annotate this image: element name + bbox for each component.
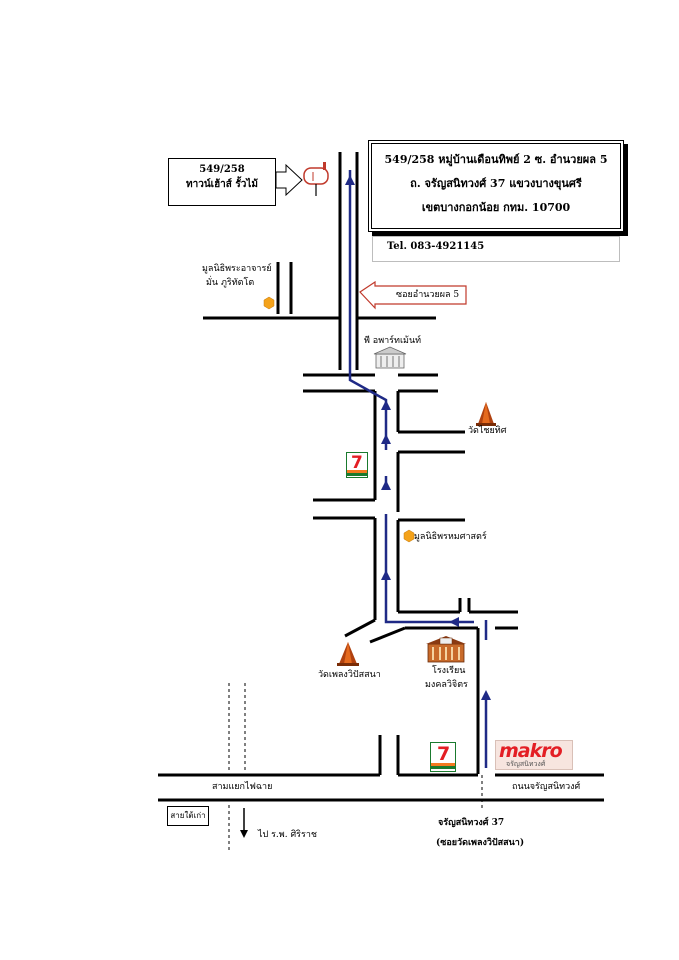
seven-eleven-icon: 7 xyxy=(430,742,456,772)
house-label-box: 549/258 ทาวน์เฮ้าส์ รั้วไม้ xyxy=(168,158,276,206)
dashed-road xyxy=(228,683,483,850)
apartment-icon xyxy=(373,346,407,369)
address-box: 549/258 หมู่บ้านเดือนทิพย์ 2 ซ. อำนวยผล … xyxy=(368,140,624,232)
route-path xyxy=(348,170,488,768)
foundation-icon xyxy=(263,296,275,310)
makro-branch: จรัญสนิทวงศ์ xyxy=(506,760,546,768)
address-line-1: 549/258 หมู่บ้านเดือนทิพย์ 2 ซ. อำนวยผล … xyxy=(384,153,608,166)
seven-eleven-mark: 7 xyxy=(351,453,363,473)
foundation-top-label-2: มั่น ภูริทัตโต xyxy=(206,278,255,288)
foundation-icon xyxy=(403,529,415,543)
route-arrows xyxy=(345,175,491,700)
foundation-top-label-1: มูลนิธิพระอาจารย์ xyxy=(202,264,272,274)
roads xyxy=(158,152,604,802)
school-label-2: มงคลวิจิตร xyxy=(425,680,468,690)
school-label-1: โรงเรียน xyxy=(432,666,466,676)
house-number: 549/258 xyxy=(199,164,245,175)
temple-icon xyxy=(476,402,496,426)
soi-label: ซอยอำนวยผล 5 xyxy=(396,290,460,300)
soi37-label-2: (ซอยวัดเพลงวิปัสสนา) xyxy=(436,838,525,848)
wat-chaiyatit-label: วัดไชยทิศ xyxy=(468,426,507,436)
address-line-3: เขตบางกอกน้อย กทม. 10700 xyxy=(421,201,571,214)
hospital-arrow xyxy=(240,808,248,838)
charan-road-label: ถนนจรัญสนิทวงศ์ xyxy=(512,782,581,792)
apartment-label: พี อพาร์ทเม้นท์ xyxy=(364,336,422,346)
school-icon xyxy=(426,636,466,663)
junction-label: สามแยกไฟฉาย xyxy=(212,782,273,792)
to-hospital-label: ไป ร.พ. ศิริราช xyxy=(258,830,317,840)
mailbox-icon xyxy=(303,162,329,196)
wat-phleng-label: วัดเพลงวิปัสสนา xyxy=(318,670,381,680)
telephone: Tel. 083-4921145 xyxy=(372,236,620,262)
soi-callout-arrow xyxy=(359,280,467,310)
makro-logo-text: makro xyxy=(499,740,563,762)
house-desc: ทาวน์เฮ้าส์ รั้วไม้ xyxy=(186,179,258,190)
sai-tai-box: สายใต้เก่า xyxy=(167,806,209,826)
house-callout-arrow xyxy=(275,163,303,197)
temple-icon xyxy=(337,642,359,666)
foundation-mid-label: มูลนิธิพรหมศาสตร์ xyxy=(414,532,487,542)
seven-eleven-icon: 7 xyxy=(346,452,368,478)
makro-logo: makro จรัญสนิทวงศ์ xyxy=(495,740,573,770)
address-line-2: ถ. จรัญสนิทวงศ์ 37 แขวงบางขุนศรี xyxy=(410,177,582,190)
seven-eleven-mark: 7 xyxy=(437,743,451,765)
soi37-label-1: จรัญสนิทวงศ์ 37 xyxy=(438,818,505,828)
